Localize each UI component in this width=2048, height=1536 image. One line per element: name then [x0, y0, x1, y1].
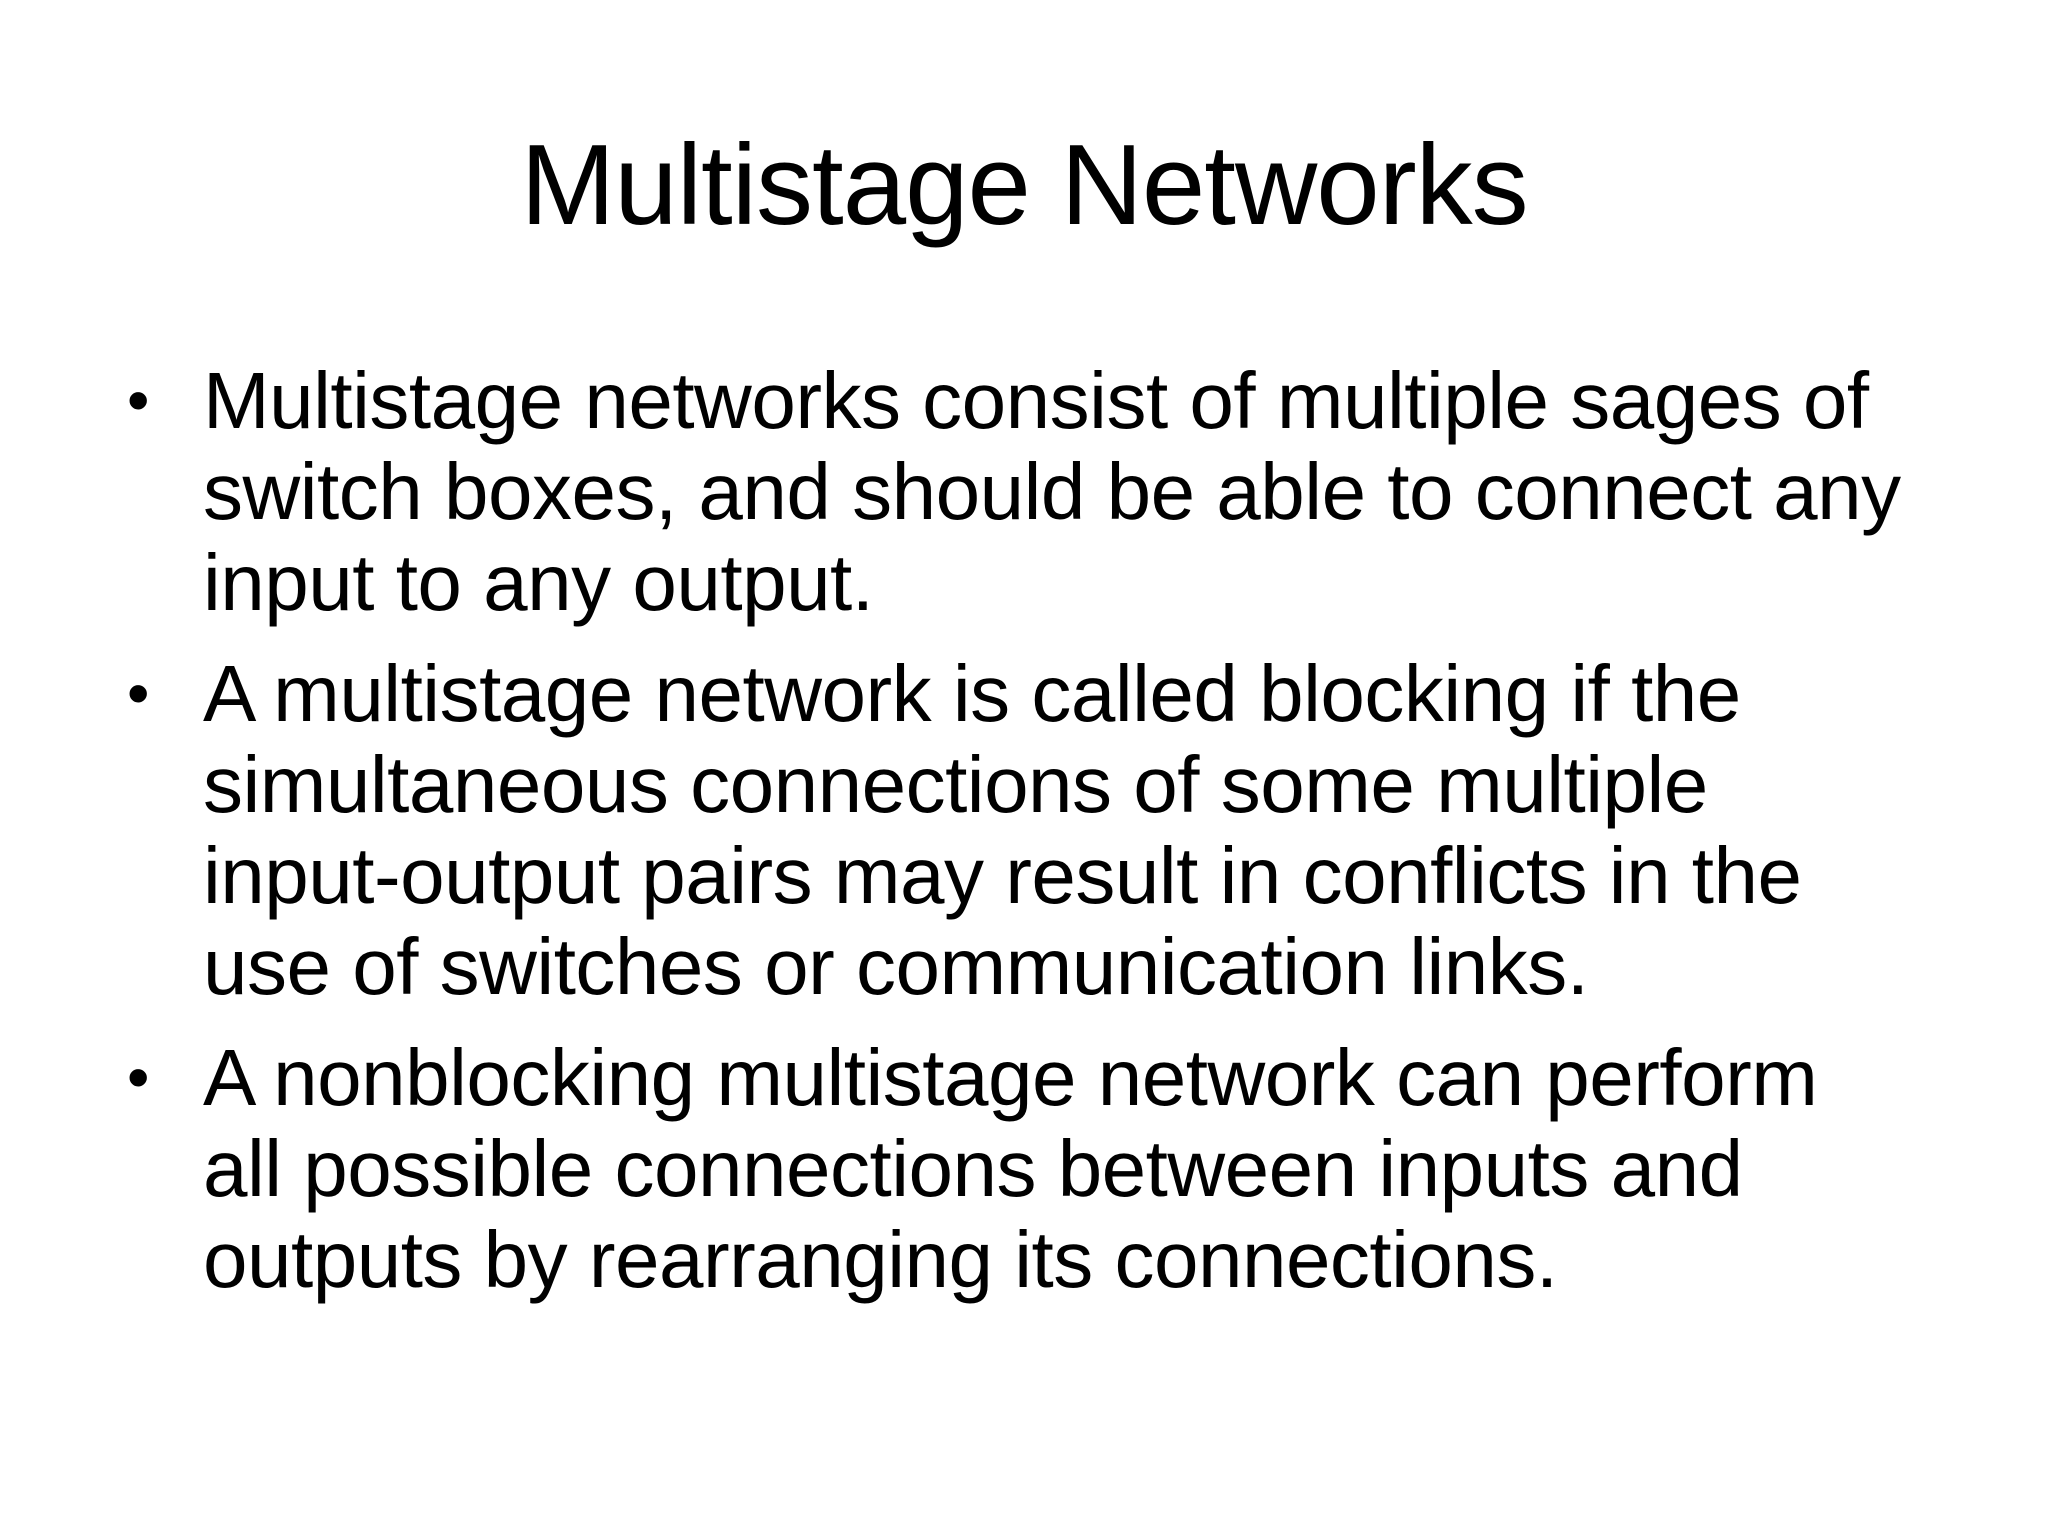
bullet-line: outputs by rearranging its connections. [203, 1214, 1558, 1304]
bullet-line: use of switches or communication links. [203, 921, 1589, 1011]
bullet-line: A multistage network is called blocking … [203, 648, 1741, 738]
bullet-line: all possible connections between inputs … [203, 1123, 1743, 1213]
bullet-line: input-output pairs may result in conflic… [203, 830, 1802, 920]
bullet-text: A multistage network is called blocking … [203, 648, 2048, 1012]
bullet-text: Multistage networks consist of multiple … [203, 355, 2048, 628]
bullet-line: Multistage networks consist of multiple … [203, 355, 1869, 445]
bullet-line: simultaneous connections of some multipl… [203, 739, 1708, 829]
bullet-marker: • [127, 656, 150, 729]
bullet-text: A nonblocking multistage network can per… [203, 1032, 2048, 1305]
bullet-line: switch boxes, and should be able to conn… [203, 446, 1901, 536]
bullet-list: • Multistage networks consist of multipl… [0, 355, 2048, 1305]
bullet-item-1: • Multistage networks consist of multipl… [0, 355, 2048, 628]
bullet-item-2: • A multistage network is called blockin… [0, 648, 2048, 1012]
bullet-item-3: • A nonblocking multistage network can p… [0, 1032, 2048, 1305]
slide-title: Multistage Networks [520, 122, 1528, 249]
bullet-line: input to any output. [203, 537, 874, 627]
bullet-marker: • [127, 1040, 150, 1113]
bullet-line: A nonblocking multistage network can per… [203, 1032, 1818, 1122]
bullet-marker: • [127, 363, 150, 436]
